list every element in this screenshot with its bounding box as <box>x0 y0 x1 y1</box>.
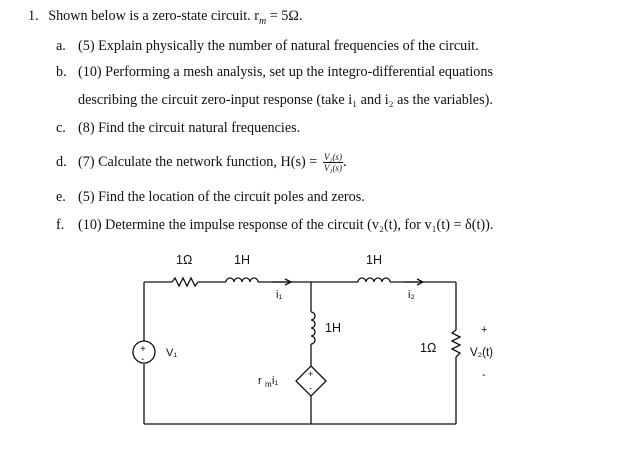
resistor-1 <box>171 276 199 288</box>
dep-label-sub: m <box>265 380 272 389</box>
inductor-1 <box>225 277 259 283</box>
v2-minus: - <box>482 369 486 381</box>
dep-label-r: r <box>258 375 262 387</box>
intro-text: Shown below is a zero-state circuit. r <box>48 8 259 24</box>
v2-label: V₂(t) <box>470 347 493 359</box>
r2-label: 1Ω <box>420 341 436 355</box>
inductor-2 <box>310 311 316 345</box>
problem-number: 1. <box>28 8 39 24</box>
item-f: f.(10) Determine the impulse response of… <box>56 217 494 233</box>
dep-label-i: i₁ <box>272 375 278 387</box>
item-e: e.(5) Find the location of the circuit p… <box>56 189 365 205</box>
item-d: d.(7) Calculate the network function, H(… <box>56 152 347 173</box>
dep-minus: - <box>309 383 312 393</box>
l2-label: 1H <box>325 321 341 335</box>
i1-label: i₁ <box>276 289 282 301</box>
fraction-numerator: V₂(s) <box>322 152 343 163</box>
item-c: c.(8) Find the circuit natural frequenci… <box>56 120 301 136</box>
resistor-2 <box>450 329 462 358</box>
l3-label: 1H <box>366 253 382 267</box>
r1-label: 1Ω <box>176 253 192 267</box>
fraction-denominator: V₁(s) <box>323 163 342 173</box>
item-b: b.(10) Performing a mesh analysis, set u… <box>56 64 494 80</box>
intro-tail: = 5Ω. <box>266 8 303 24</box>
i2-label: i₂ <box>408 289 415 301</box>
v2-plus: + <box>481 324 487 336</box>
voltage-source-v1 <box>132 340 156 364</box>
intro-sub: m <box>258 15 267 27</box>
source-plus: + <box>140 344 146 355</box>
inductor-3 <box>357 277 391 283</box>
v1-label: V₁ <box>166 347 177 359</box>
source-minus: - <box>141 354 144 365</box>
l1-label: 1H <box>234 253 250 267</box>
dep-plus: + <box>308 369 313 379</box>
item-a: a.(5) Explain physically the number of n… <box>56 38 479 54</box>
item-b-continued: describing the circuit zero-input respon… <box>78 92 493 108</box>
network-function-fraction: V₂(s) V₁(s) <box>322 152 343 173</box>
problem-intro: 1. Shown below is a zero-state circuit. … <box>28 8 302 27</box>
